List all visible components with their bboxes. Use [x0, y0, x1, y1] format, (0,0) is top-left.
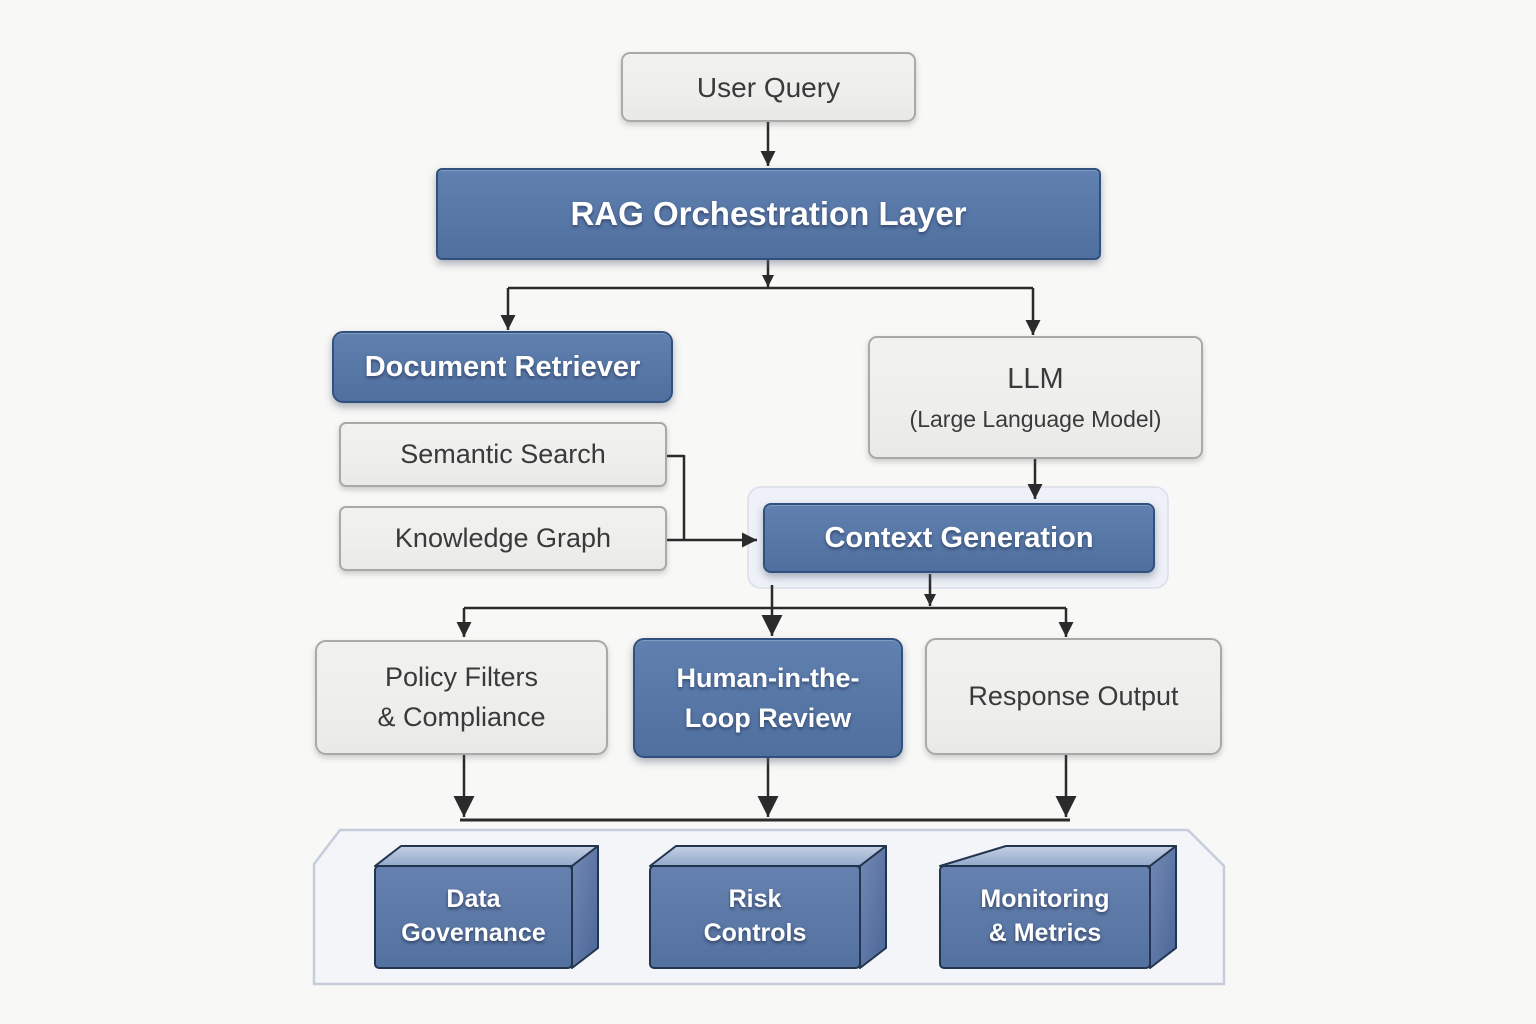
human-in-loop-line1: Human-in-the-	[676, 662, 860, 693]
llm-label: LLM	[1007, 363, 1064, 395]
data-governance-line2: Governance	[401, 919, 546, 947]
risk-controls-label: Risk Controls	[650, 866, 860, 968]
response-output-label: Response Output	[968, 680, 1179, 711]
monitoring-metrics-line2: & Metrics	[988, 919, 1102, 947]
user-query-label: User Query	[696, 71, 841, 103]
node-llm: LLM (Large Language Model)	[868, 336, 1203, 459]
semantic-search-label: Semantic Search	[400, 438, 606, 469]
rag-orchestration-label: RAG Orchestration Layer	[570, 195, 967, 233]
data-governance-line1: Data	[446, 885, 501, 914]
node-policy-filters-compliance: Policy Filters & Compliance	[315, 640, 608, 755]
llm-sublabel: (Large Language Model)	[909, 406, 1162, 433]
node-semantic-search: Semantic Search	[339, 422, 667, 487]
node-risk-controls-3d	[649, 845, 887, 969]
node-rag-orchestration-layer: RAG Orchestration Layer	[436, 168, 1101, 260]
node-monitoring-metrics-3d	[939, 845, 1177, 969]
policy-filters-line2: & Compliance	[377, 701, 546, 732]
risk-controls-line1: Risk	[728, 885, 782, 914]
node-knowledge-graph: Knowledge Graph	[339, 506, 667, 571]
data-governance-label: Data Governance	[375, 866, 572, 968]
policy-filters-line1: Policy Filters	[384, 662, 538, 693]
node-user-query: User Query	[621, 52, 916, 122]
node-response-output: Response Output	[925, 638, 1222, 755]
node-human-in-the-loop-review: Human-in-the- Loop Review	[633, 638, 903, 758]
human-in-loop-line2: Loop Review	[684, 703, 852, 733]
monitoring-metrics-line1: Monitoring	[980, 885, 1110, 914]
node-document-retriever: Document Retriever	[332, 331, 673, 403]
knowledge-graph-label: Knowledge Graph	[394, 522, 612, 553]
risk-controls-line2: Controls	[703, 919, 807, 947]
context-generation-label: Context Generation	[824, 521, 1094, 554]
document-retriever-label: Document Retriever	[364, 350, 641, 383]
node-data-governance-3d	[374, 845, 599, 969]
node-context-generation: Context Generation	[763, 503, 1155, 573]
monitoring-metrics-label: Monitoring & Metrics	[940, 866, 1150, 968]
